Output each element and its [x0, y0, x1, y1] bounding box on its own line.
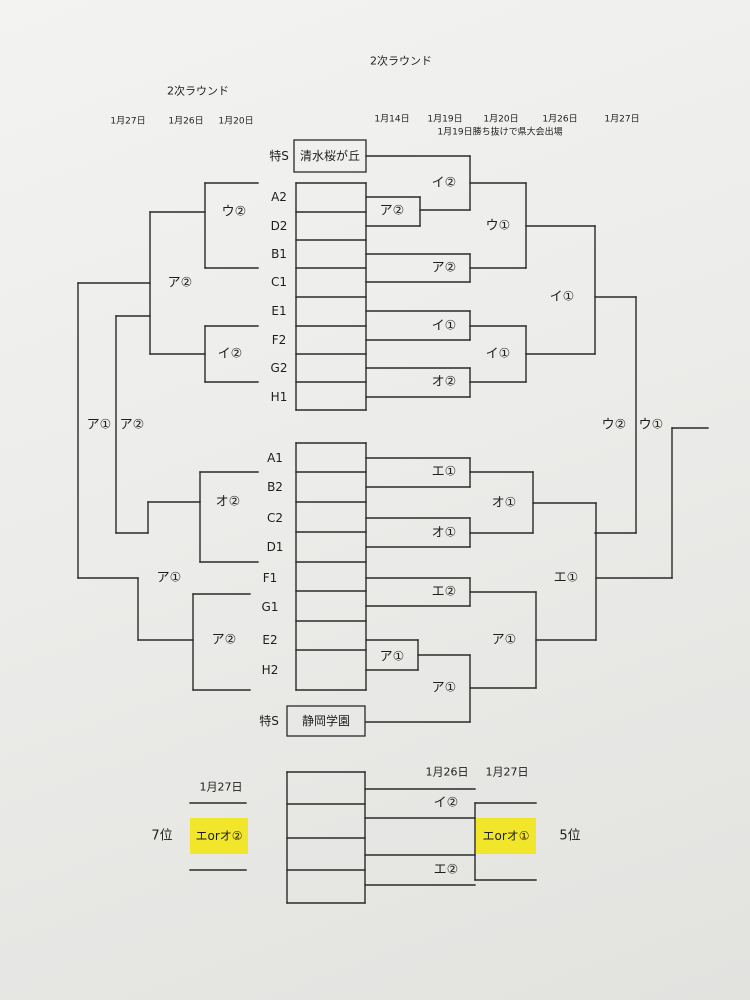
label-left-u2: ウ②	[221, 204, 247, 220]
bottom-grid	[295, 442, 367, 691]
slot-bottom-5: F1	[262, 571, 278, 585]
top-grid	[295, 182, 367, 411]
label-left-a1-bot: ア①	[156, 570, 182, 586]
label-right-i1-first: イ①	[431, 318, 457, 334]
slot-top-3: B1	[271, 247, 287, 261]
label-left-a1-mid: ア①	[86, 417, 112, 433]
date-right-3: 1月20日	[483, 114, 519, 125]
seventh-highlight	[190, 818, 248, 854]
label-right-i1-third: イ①	[549, 289, 575, 305]
left-title: 2次ラウンド	[167, 84, 229, 98]
date-left-1: 1月27日	[110, 116, 146, 127]
placement-grid	[189, 771, 537, 904]
slot-bottom-7: E2	[262, 633, 278, 647]
date-left-3: 1月20日	[218, 116, 254, 127]
slot-top-2: D2	[270, 219, 288, 233]
label-right-o1-second: オ①	[491, 495, 517, 511]
slot-bottom-8: H2	[261, 663, 279, 677]
placement-right-date-2: 1月27日	[485, 765, 529, 779]
label-right-a2-second: ア②	[431, 260, 457, 276]
fifth-place-label: 5位	[559, 828, 581, 844]
slot-bottom-4: D1	[266, 540, 284, 554]
placement-e2: エ②	[433, 862, 459, 878]
date-right-1: 1月14日	[374, 114, 410, 125]
slot-top-1: A2	[271, 190, 287, 204]
slot-top-5: E1	[271, 304, 287, 318]
seed-top-label: 特S	[269, 149, 289, 163]
seventh-place-team: エorオ②	[195, 829, 243, 843]
slot-bottom-1: A1	[267, 451, 283, 465]
placement-i2: イ②	[433, 795, 459, 811]
seed-bottom-box	[286, 705, 366, 737]
slot-bottom-2: B2	[267, 480, 283, 494]
slot-top-6: F2	[271, 333, 287, 347]
label-right-u1-mid: ウ①	[638, 417, 664, 433]
label-right-o1-first: オ①	[431, 525, 457, 541]
placement-right-date-1: 1月26日	[425, 765, 469, 779]
seed-top-team: 清水桜が丘	[299, 149, 361, 163]
label-right-a1-first: ア①	[379, 649, 405, 665]
date-right-4: 1月26日	[542, 114, 578, 125]
right-bracket-top	[365, 155, 709, 579]
label-right-u1-top: ウ①	[485, 218, 511, 234]
slot-top-4: C1	[270, 275, 288, 289]
slot-top-7: G2	[270, 361, 288, 375]
label-right-a1-third: ア①	[491, 632, 517, 648]
fifth-highlight	[476, 818, 536, 854]
label-right-e2: エ②	[431, 584, 457, 600]
label-left-a2-mid: ア②	[119, 417, 145, 433]
label-left-a2-bot: ア②	[211, 632, 237, 648]
placement-left-date: 1月27日	[199, 780, 243, 794]
seventh-place-label: 7位	[151, 828, 173, 844]
seed-bottom-team: 静岡学園	[301, 714, 351, 728]
date-right-2: 1月19日	[427, 114, 463, 125]
seed-bottom-label: 特S	[259, 714, 279, 728]
label-right-u2: ウ②	[601, 417, 627, 433]
label-right-i2: イ②	[431, 175, 457, 191]
label-right-a1-second: ア①	[431, 680, 457, 696]
date-left-2: 1月26日	[168, 116, 204, 127]
label-left-a2-top: ア②	[167, 275, 193, 291]
label-right-o2: オ②	[431, 374, 457, 390]
header-note: 1月19日勝ち抜けで県大会出場	[437, 127, 563, 138]
label-right-i1-second: イ①	[485, 346, 511, 362]
right-bracket-bottom	[365, 457, 597, 723]
left-bracket-top	[77, 182, 259, 579]
date-right-5: 1月27日	[604, 114, 640, 125]
label-right-e1-second: エ①	[553, 570, 579, 586]
left-bracket-bottom	[137, 471, 259, 691]
top-title: 2次ラウンド	[370, 54, 432, 68]
slot-top-8: H1	[270, 390, 288, 404]
fifth-place-team: エorオ①	[482, 829, 530, 843]
label-right-a2-first: ア②	[379, 203, 405, 219]
slot-bottom-6: G1	[261, 600, 279, 614]
label-right-e1-first: エ①	[431, 464, 457, 480]
label-left-o2: オ②	[215, 494, 241, 510]
label-left-i2: イ②	[217, 346, 243, 362]
slot-bottom-3: C2	[266, 511, 284, 525]
